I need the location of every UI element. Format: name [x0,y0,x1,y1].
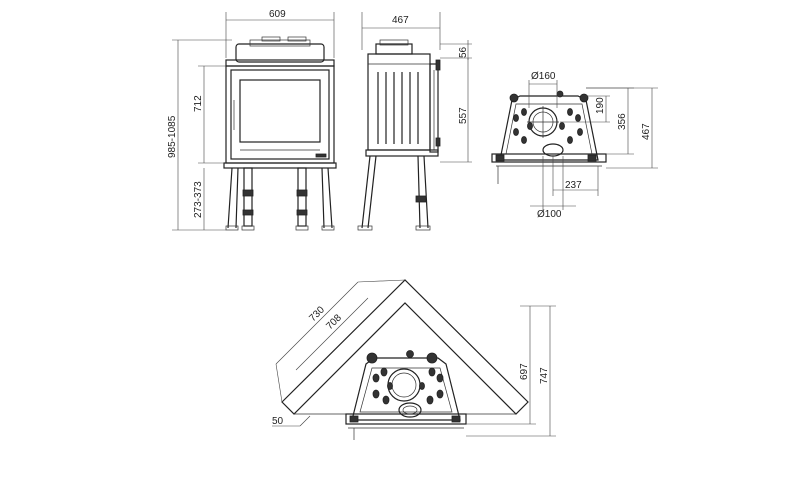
dim-plan-467: 467 [641,123,652,140]
front-view: 609 985-1085 712 273-373 [167,9,337,231]
dim-top-offset: 56 [458,46,469,58]
dim-side-depth: 467 [392,15,409,26]
dim-side-body-height: 557 [458,107,469,124]
dim-front-width: 609 [269,9,286,20]
dim-total-height: 985-1085 [167,115,178,158]
dim-corner-50: 50 [272,416,284,427]
dim-plan-356: 356 [617,113,628,130]
dim-corner-747: 747 [539,367,550,384]
side-view: 467 56 557 [357,12,472,231]
dim-leg-height: 273-373 [193,181,204,218]
dim-air-diameter: Ø100 [537,209,562,220]
dim-corner-730: 730 [307,304,327,324]
dim-flue-diameter: Ø160 [531,71,556,82]
corner-installation-view: 730 708 50 697 747 [272,279,556,440]
dim-body-height: 712 [193,95,204,112]
dim-corner-708: 708 [324,312,344,332]
dim-air-offset: 237 [565,180,582,191]
dim-flue-offset: 190 [595,97,606,114]
plan-view: Ø160 190 356 467 237 Ø100 [491,71,658,220]
dim-corner-697: 697 [519,363,530,380]
